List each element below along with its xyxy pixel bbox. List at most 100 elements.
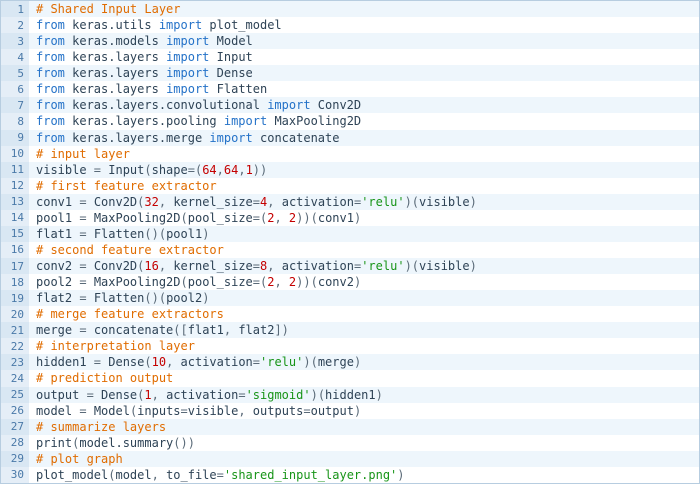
token-punct: ()( bbox=[144, 291, 167, 306]
token-ident: model bbox=[115, 467, 152, 482]
line-number: 17 bbox=[1, 258, 29, 275]
token-keyword: from bbox=[36, 130, 65, 145]
token-punct: , bbox=[216, 162, 224, 177]
token-ident: conv1 bbox=[36, 194, 80, 209]
line-number: 29 bbox=[1, 450, 29, 467]
code-text: from keras.utils import plot_model bbox=[29, 18, 699, 32]
token-ident: visible bbox=[419, 194, 470, 209]
token-ident: outputs bbox=[252, 403, 304, 418]
token-ident: Conv2D bbox=[310, 98, 362, 113]
token-ident: Conv2D bbox=[93, 259, 138, 274]
token-punct: ( bbox=[180, 210, 188, 225]
code-text: print(model.summary()) bbox=[29, 436, 699, 450]
token-punct: , bbox=[151, 387, 167, 402]
token-punct: = bbox=[303, 403, 311, 418]
token-ident: Dense bbox=[108, 355, 145, 370]
token-keyword: from bbox=[36, 50, 65, 65]
token-ident: kernel_size bbox=[173, 194, 253, 209]
line-number: 28 bbox=[1, 434, 29, 451]
code-text: flat1 = Flatten()(pool1) bbox=[29, 227, 699, 241]
token-number: 4 bbox=[260, 194, 268, 209]
token-punct: , bbox=[166, 355, 181, 370]
token-keyword: from bbox=[36, 82, 65, 97]
token-punct: = bbox=[93, 355, 109, 370]
token-ident: merge bbox=[36, 323, 80, 338]
token-comment: # summarize layers bbox=[36, 419, 167, 434]
token-punct: ) bbox=[469, 194, 477, 209]
token-comment: # prediction output bbox=[36, 371, 174, 386]
line-number: 2 bbox=[1, 17, 29, 34]
line-number: 16 bbox=[1, 241, 29, 258]
token-ident: visible bbox=[187, 403, 239, 418]
token-string: 'sigmoid' bbox=[245, 387, 311, 402]
token-ident: keras.layers bbox=[64, 50, 167, 65]
token-ident: keras.models bbox=[64, 34, 167, 49]
code-text: model = Model(inputs=visible, outputs=ou… bbox=[29, 404, 699, 418]
token-punct: ) bbox=[375, 387, 383, 402]
line-number: 20 bbox=[1, 306, 29, 323]
token-keyword: from bbox=[36, 34, 65, 49]
token-string: 'relu' bbox=[260, 355, 304, 370]
token-ident: model bbox=[36, 403, 80, 418]
token-punct: = bbox=[252, 355, 260, 370]
token-punct: , bbox=[274, 210, 289, 225]
line-number: 4 bbox=[1, 49, 29, 66]
token-keyword: import bbox=[223, 114, 268, 129]
token-ident: Flatten bbox=[93, 291, 145, 306]
token-ident: shape bbox=[151, 162, 188, 177]
token-keyword: import bbox=[158, 18, 203, 33]
token-punct: = bbox=[79, 323, 94, 338]
line-number: 1 bbox=[1, 1, 29, 18]
code-text: pool2 = MaxPooling2D(pool_size=(2, 2))(c… bbox=[29, 275, 699, 289]
token-punct: ( bbox=[72, 435, 80, 450]
line-number: 30 bbox=[1, 466, 29, 483]
code-line: 29# plot graph bbox=[1, 450, 699, 467]
token-punct: =( bbox=[187, 162, 203, 177]
token-ident: Conv2D bbox=[93, 194, 138, 209]
token-string: 'relu' bbox=[361, 194, 405, 209]
code-text: from keras.layers import Input bbox=[29, 50, 699, 64]
code-text: from keras.layers.convolutional import C… bbox=[29, 98, 699, 112]
token-punct: ) bbox=[353, 355, 362, 370]
token-ident: conv2 bbox=[36, 259, 80, 274]
code-text: # first feature extractor bbox=[29, 179, 699, 193]
token-number: 1 bbox=[144, 387, 152, 402]
token-punct: = bbox=[180, 403, 188, 418]
token-ident: keras.layers bbox=[64, 66, 167, 81]
token-ident: activation bbox=[281, 194, 354, 209]
token-punct: =( bbox=[252, 275, 268, 290]
line-number: 25 bbox=[1, 386, 29, 403]
token-punct: = bbox=[79, 194, 94, 209]
code-text: # Shared Input Layer bbox=[29, 2, 699, 16]
token-ident: Model bbox=[93, 403, 130, 418]
token-ident: keras.layers.pooling bbox=[64, 114, 224, 129]
token-punct: )( bbox=[404, 194, 420, 209]
token-ident: Flatten bbox=[209, 82, 268, 97]
token-punct: ]) bbox=[274, 323, 289, 338]
code-text: merge = concatenate([flat1, flat2]) bbox=[29, 323, 699, 337]
token-punct: ) bbox=[469, 259, 477, 274]
token-ident: Input bbox=[108, 162, 145, 177]
line-number: 27 bbox=[1, 418, 29, 435]
token-ident: visible bbox=[419, 259, 470, 274]
token-string: 'relu' bbox=[361, 259, 405, 274]
token-punct: ( bbox=[144, 162, 152, 177]
line-number: 26 bbox=[1, 402, 29, 419]
token-comment: # merge feature extractors bbox=[36, 307, 224, 322]
token-punct: ) bbox=[353, 210, 362, 225]
token-keyword: import bbox=[267, 98, 311, 113]
code-line: 12# first feature extractor bbox=[1, 177, 699, 194]
token-punct: = bbox=[79, 259, 94, 274]
token-punct: , bbox=[151, 467, 167, 482]
token-punct: ) bbox=[202, 291, 210, 306]
line-number: 6 bbox=[1, 81, 29, 98]
